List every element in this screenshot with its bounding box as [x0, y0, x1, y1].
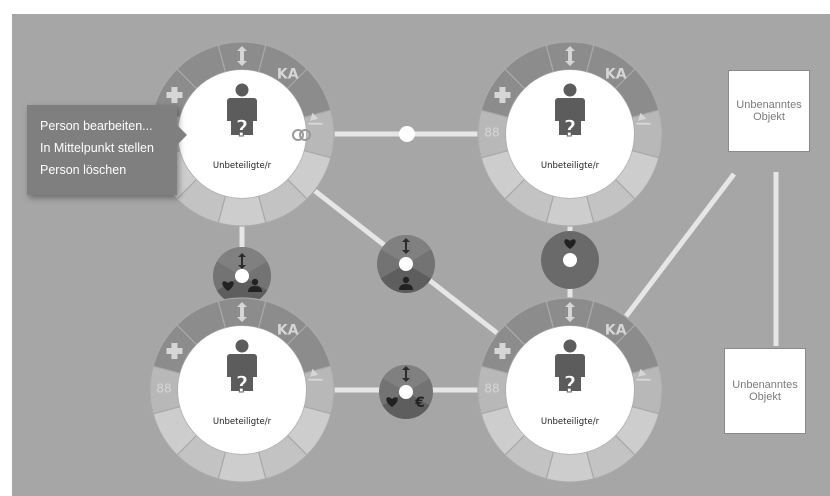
- ring-segment[interactable]: [217, 195, 267, 227]
- person-node-4[interactable]: KA 88? Unbeteiligte/r: [477, 297, 663, 483]
- arrows-updown-icon: [402, 238, 410, 254]
- person-node-2[interactable]: KA 88? Unbeteiligte/r: [477, 41, 663, 227]
- ring-b: [299, 129, 311, 141]
- question-mark: ?: [564, 117, 577, 142]
- silhouette-body: [555, 98, 585, 135]
- person-context-menu: Person bearbeiten... In Mittelpunkt stel…: [27, 105, 187, 195]
- download-icon[interactable]: [308, 359, 324, 381]
- relation-node-bottom[interactable]: €: [379, 365, 433, 419]
- plus-icon[interactable]: [494, 343, 511, 359]
- silhouette-head: [235, 339, 249, 353]
- person-icon: [248, 278, 262, 292]
- question-mark: ?: [564, 373, 577, 398]
- silhouette-head: [563, 339, 577, 353]
- arrow-shape: [238, 253, 246, 269]
- person-icon: [399, 276, 413, 290]
- arrow-shape: [402, 366, 410, 382]
- ka-label[interactable]: KA: [277, 66, 299, 82]
- ka-label[interactable]: KA: [605, 322, 627, 338]
- arrows-updown-icon: [238, 253, 246, 269]
- plus-icon[interactable]: [494, 87, 511, 103]
- object-label: Unbenanntes Objekt: [736, 99, 802, 123]
- silhouette-head: [563, 83, 577, 97]
- person-head: [251, 278, 259, 286]
- ring-segment[interactable]: [217, 451, 267, 483]
- ring-segment[interactable]: [545, 195, 595, 227]
- person-label: Unbeteiligte/r: [541, 161, 600, 171]
- wedding-rings-icon[interactable]: [292, 129, 311, 141]
- menu-item-delete-person[interactable]: Person löschen: [40, 163, 127, 177]
- ka-label[interactable]: KA: [605, 66, 627, 82]
- menu-item-center-person[interactable]: In Mittelpunkt stellen: [40, 141, 154, 155]
- plus-icon[interactable]: [166, 87, 183, 103]
- ring-segment[interactable]: [303, 109, 335, 159]
- person-body: [399, 284, 413, 290]
- download-icon[interactable]: [636, 359, 652, 381]
- arrows-updown-icon[interactable]: [565, 302, 575, 322]
- unknown-person-icon: ?: [227, 83, 257, 143]
- heart-icon: [222, 281, 234, 291]
- menu-pointer: [177, 125, 187, 145]
- unknown-person-icon: ?: [555, 339, 585, 399]
- unknown-person-icon: ?: [555, 83, 585, 143]
- ring-segment[interactable]: [545, 451, 595, 483]
- connector-dot[interactable]: [399, 126, 415, 142]
- arrows-updown-icon[interactable]: [237, 302, 247, 322]
- ring-number[interactable]: 88: [484, 381, 499, 395]
- silhouette-head: [235, 83, 249, 97]
- download-icon[interactable]: [308, 103, 324, 125]
- heart-icon: [386, 397, 398, 407]
- arrows-updown-icon: [402, 366, 410, 382]
- relation-node-right[interactable]: [541, 231, 599, 289]
- person-label: Unbeteiligte/r: [213, 161, 272, 171]
- object-label: Unbenanntes Objekt: [732, 379, 798, 403]
- relation-node-left[interactable]: [213, 247, 271, 305]
- relationship-diagram: €KA?Unbeteiligte/rKA88?Unbeteiligte/rKA8…: [149, 41, 779, 483]
- ring-segment[interactable]: [631, 365, 663, 415]
- heart-icon: [564, 239, 576, 249]
- ring-segment[interactable]: [631, 109, 663, 159]
- relation-center-dot: [399, 385, 413, 399]
- ring-number[interactable]: 88: [484, 125, 499, 139]
- menu-item-edit-person[interactable]: Person bearbeiten...: [40, 119, 153, 133]
- arrow-shape: [402, 238, 410, 254]
- person-body: [248, 286, 262, 292]
- unknown-person-icon: ?: [227, 339, 257, 399]
- person-label: Unbeteiligte/r: [541, 417, 600, 427]
- silhouette-body: [227, 98, 257, 135]
- ring-number[interactable]: 88: [156, 381, 171, 395]
- person-node-3[interactable]: KA 88? Unbeteiligte/r: [149, 297, 335, 483]
- question-mark: ?: [236, 117, 249, 142]
- silhouette-body: [227, 354, 257, 391]
- ka-label[interactable]: KA: [277, 322, 299, 338]
- relation-center-dot: [563, 253, 577, 267]
- person-head: [402, 276, 410, 284]
- question-mark: ?: [236, 373, 249, 398]
- silhouette-body: [555, 354, 585, 391]
- ring-a: [292, 129, 304, 141]
- person-label: Unbeteiligte/r: [213, 417, 272, 427]
- object-node-2[interactable]: Unbenanntes Objekt: [724, 348, 806, 434]
- arrows-updown-icon[interactable]: [565, 46, 575, 66]
- euro-icon: €: [414, 395, 425, 411]
- download-icon[interactable]: [636, 103, 652, 125]
- relation-center-dot: [399, 257, 413, 271]
- ring-segment[interactable]: [303, 365, 335, 415]
- relation-center-dot: [235, 269, 249, 283]
- plus-icon[interactable]: [166, 343, 183, 359]
- relation-node-center[interactable]: [377, 235, 435, 293]
- arrows-updown-icon[interactable]: [237, 46, 247, 66]
- object-node-1[interactable]: Unbenanntes Objekt: [728, 70, 810, 152]
